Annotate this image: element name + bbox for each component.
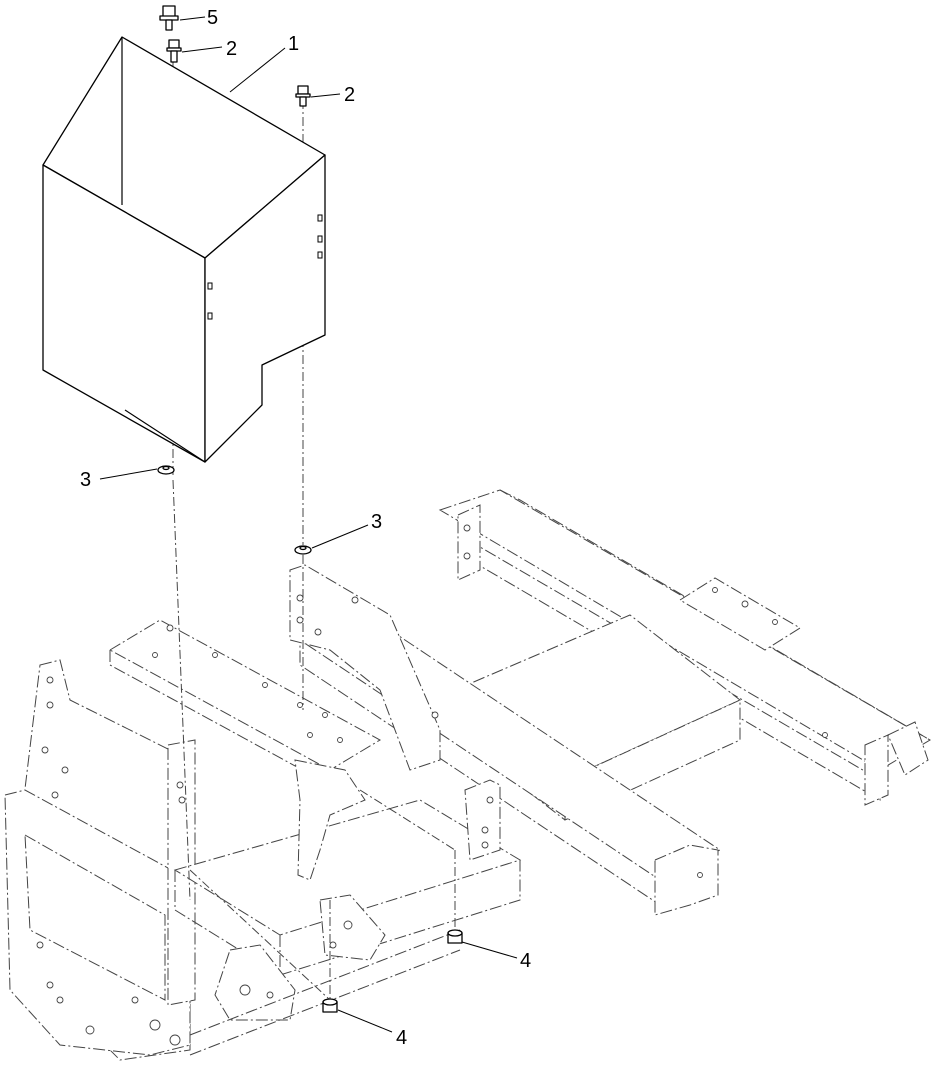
leader-lines — [99, 16, 518, 1033]
axis-nut-rear — [359, 789, 456, 851]
axis-nut-front — [189, 869, 331, 1001]
nut-part-4-rear — [447, 929, 463, 944]
mower-frame-phantom — [4, 489, 931, 1061]
washer-part-3-right — [294, 545, 312, 555]
bolt-part-5 — [159, 5, 179, 31]
washer-part-3-left — [157, 465, 175, 475]
callout-1: 1 — [288, 33, 299, 55]
bolt-part-2-right — [295, 85, 311, 107]
tank-shield — [42, 36, 326, 463]
callout-labels: 5 2 1 2 3 3 4 4 — [80, 7, 531, 1049]
callout-4-front: 4 — [396, 1027, 407, 1049]
leader-2-left — [181, 46, 223, 53]
callout-3-left: 3 — [80, 469, 91, 491]
callout-3-right: 3 — [371, 511, 382, 533]
callout-2-right: 2 — [344, 84, 355, 106]
leader-5 — [179, 16, 206, 21]
leader-3-left — [99, 468, 158, 480]
leader-1 — [229, 47, 286, 93]
callout-2-left: 2 — [226, 38, 237, 60]
leader-4-front — [337, 1009, 393, 1033]
callout-4-rear: 4 — [520, 950, 531, 972]
axis-left-lower — [172, 479, 191, 901]
nut-part-4-front — [322, 998, 338, 1013]
leader-2-right — [310, 93, 341, 98]
bolt-part-2-left — [166, 39, 182, 63]
callout-5: 5 — [207, 7, 218, 29]
leader-4-rear — [461, 941, 518, 959]
leader-3-right — [311, 524, 369, 549]
